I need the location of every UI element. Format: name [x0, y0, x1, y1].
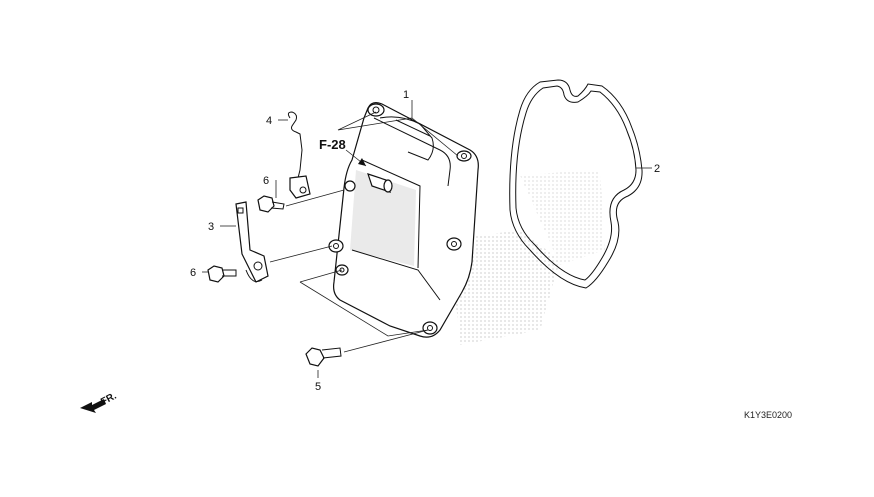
- callout-5: 5: [315, 381, 321, 393]
- breather-hose-clip[interactable]: [287, 111, 311, 199]
- bolt-lower[interactable]: [207, 265, 237, 283]
- callout-3: 3: [208, 221, 214, 233]
- cylinder-head-cover-gasket[interactable]: [509, 79, 643, 289]
- callout-4: 4: [266, 115, 272, 127]
- leader-lines: [202, 100, 652, 378]
- callout-1: 1: [403, 89, 409, 101]
- callout-6-upper: 6: [263, 175, 269, 187]
- diagram-code: K1Y3E0200: [744, 410, 792, 420]
- cylinder-head-cover[interactable]: [328, 102, 479, 338]
- front-direction-indicator: FR.: [80, 391, 119, 413]
- bracket[interactable]: [235, 201, 269, 283]
- reference-label: F-28: [319, 137, 346, 152]
- bolt-upper[interactable]: [257, 195, 285, 213]
- svg-text:FR.: FR.: [99, 391, 119, 408]
- callout-2: 2: [654, 163, 660, 175]
- reference-arrow: [345, 149, 367, 167]
- callout-6-lower: 6: [190, 267, 196, 279]
- shading-dots: [450, 170, 605, 345]
- bolt-5[interactable]: [305, 347, 342, 367]
